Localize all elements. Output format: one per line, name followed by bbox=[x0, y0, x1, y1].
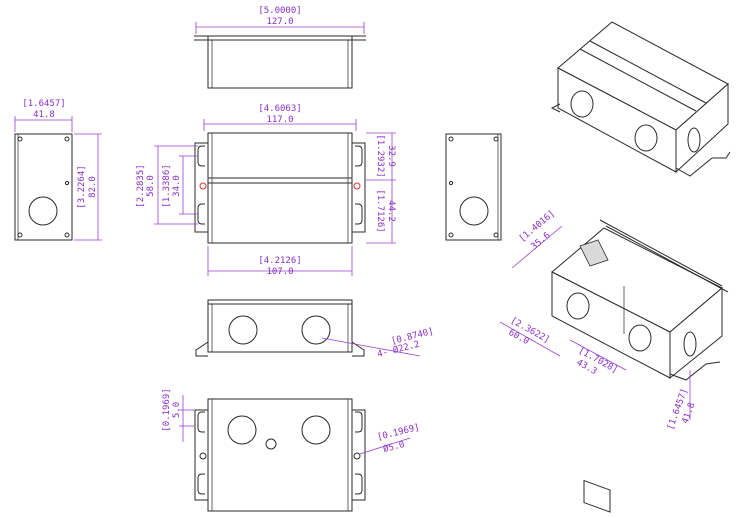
dim-front-width-mm: 117.0 bbox=[266, 115, 293, 125]
dim-mount-hole-in: [0.1969] bbox=[376, 423, 420, 443]
knockout-side-view: [0.8740] 4- Ø22.2 bbox=[195, 299, 435, 360]
dim-slot-inner-in: [1.3386] bbox=[162, 164, 172, 207]
dim-slot-inner-mm: 34.0 bbox=[172, 175, 182, 197]
isometric-open-view: [1.4016] 35.6 [2.3622] 60.0 [1.7028] 43.… bbox=[499, 209, 729, 513]
dim-top-width-in: [5.0000] bbox=[258, 6, 301, 16]
dim-top-width-mm: 127.0 bbox=[266, 17, 293, 27]
dim-mount-hole-mm: Ø5.0 bbox=[382, 439, 406, 455]
dim-front-inner-mm: 107.0 bbox=[266, 267, 293, 277]
marker-hole-right-icon bbox=[353, 182, 361, 190]
dim-side-height-mm: 82.0 bbox=[88, 176, 98, 198]
dim-front-width-in: [4.6063] bbox=[258, 104, 301, 114]
right-side-view bbox=[445, 133, 502, 241]
dim-right-lower-mm: 44.2 bbox=[386, 200, 396, 222]
marker-hole-left-icon bbox=[199, 182, 207, 190]
dim-slot-span-in: [2.2835] bbox=[136, 164, 146, 207]
dim-right-lower-in: [1.7126] bbox=[375, 189, 385, 232]
dim-slot-span-mm: 58.0 bbox=[146, 175, 156, 197]
dim-right-upper-in: [1.2932] bbox=[375, 134, 385, 177]
dim-right-upper-mm: 32.9 bbox=[386, 145, 396, 167]
dim-flange-mm: 5.0 bbox=[172, 402, 182, 418]
front-view: [4.6063] 117.0 [4.2126] 107.0 [2.2835] 5… bbox=[136, 104, 396, 277]
dim-side-width-in: [1.6457] bbox=[22, 99, 65, 109]
bottom-view: [0.1969] 5.0 [0.1969] Ø5.0 bbox=[162, 388, 421, 512]
dim-flange-in: [0.1969] bbox=[162, 388, 172, 431]
top-view: [5.0000] 127.0 bbox=[194, 6, 366, 89]
dim-front-inner-in: [4.2126] bbox=[258, 256, 301, 266]
left-side-view: [1.6457] 41.8 [3.2264] 82.0 bbox=[14, 99, 102, 241]
knockout-hole-icon bbox=[28, 196, 58, 226]
dim-side-height-in: [3.2264] bbox=[77, 165, 87, 208]
isometric-closed-view bbox=[550, 21, 731, 177]
dim-side-width-mm: 41.8 bbox=[33, 110, 55, 120]
